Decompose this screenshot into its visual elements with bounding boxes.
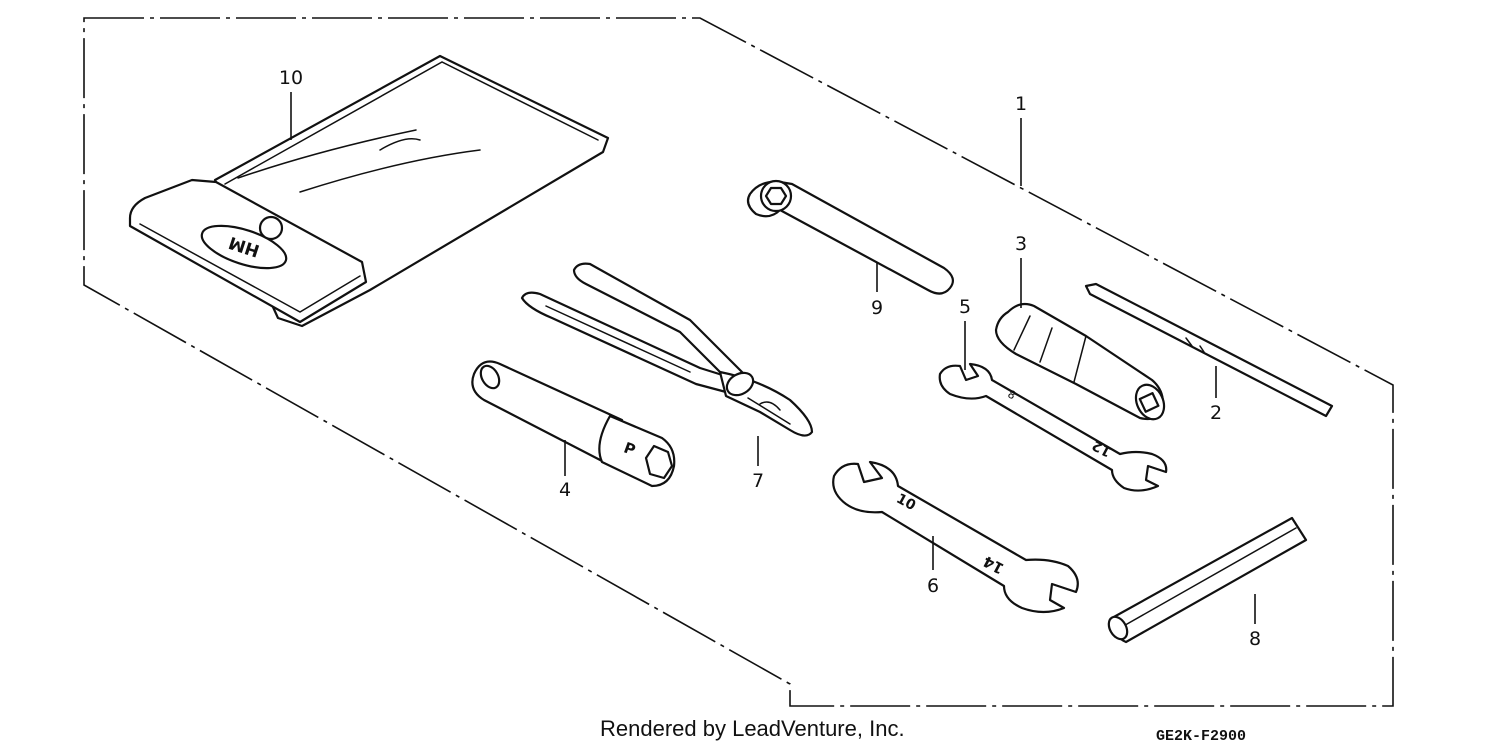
callout-5: 5 (959, 296, 971, 318)
handle-bar (1107, 516, 1308, 644)
screwdriver-grip (994, 302, 1166, 421)
callout-8: 8 (1249, 628, 1261, 650)
callout-6: 6 (927, 575, 939, 597)
render-credit: Rendered by LeadVenture, Inc. (600, 716, 905, 741)
callout-2: 2 (1210, 402, 1222, 424)
callout-10: 10 (279, 67, 303, 89)
plug-wrench: P (471, 360, 676, 488)
callout-7: 7 (752, 470, 764, 492)
assembly-frame (83, 17, 1394, 707)
wrench-large: 10 14 (832, 460, 1079, 614)
ring-wrench (746, 179, 954, 295)
pliers (520, 262, 814, 437)
tool-bag: HM (128, 54, 610, 328)
callout-1: 1 (1015, 93, 1027, 115)
figure-code: GE2K-F2900 (1156, 728, 1247, 745)
callout-3: 3 (1015, 233, 1027, 255)
callout-4: 4 (559, 479, 571, 501)
screwdriver-blade (1084, 282, 1334, 418)
callout-9: 9 (871, 297, 883, 319)
